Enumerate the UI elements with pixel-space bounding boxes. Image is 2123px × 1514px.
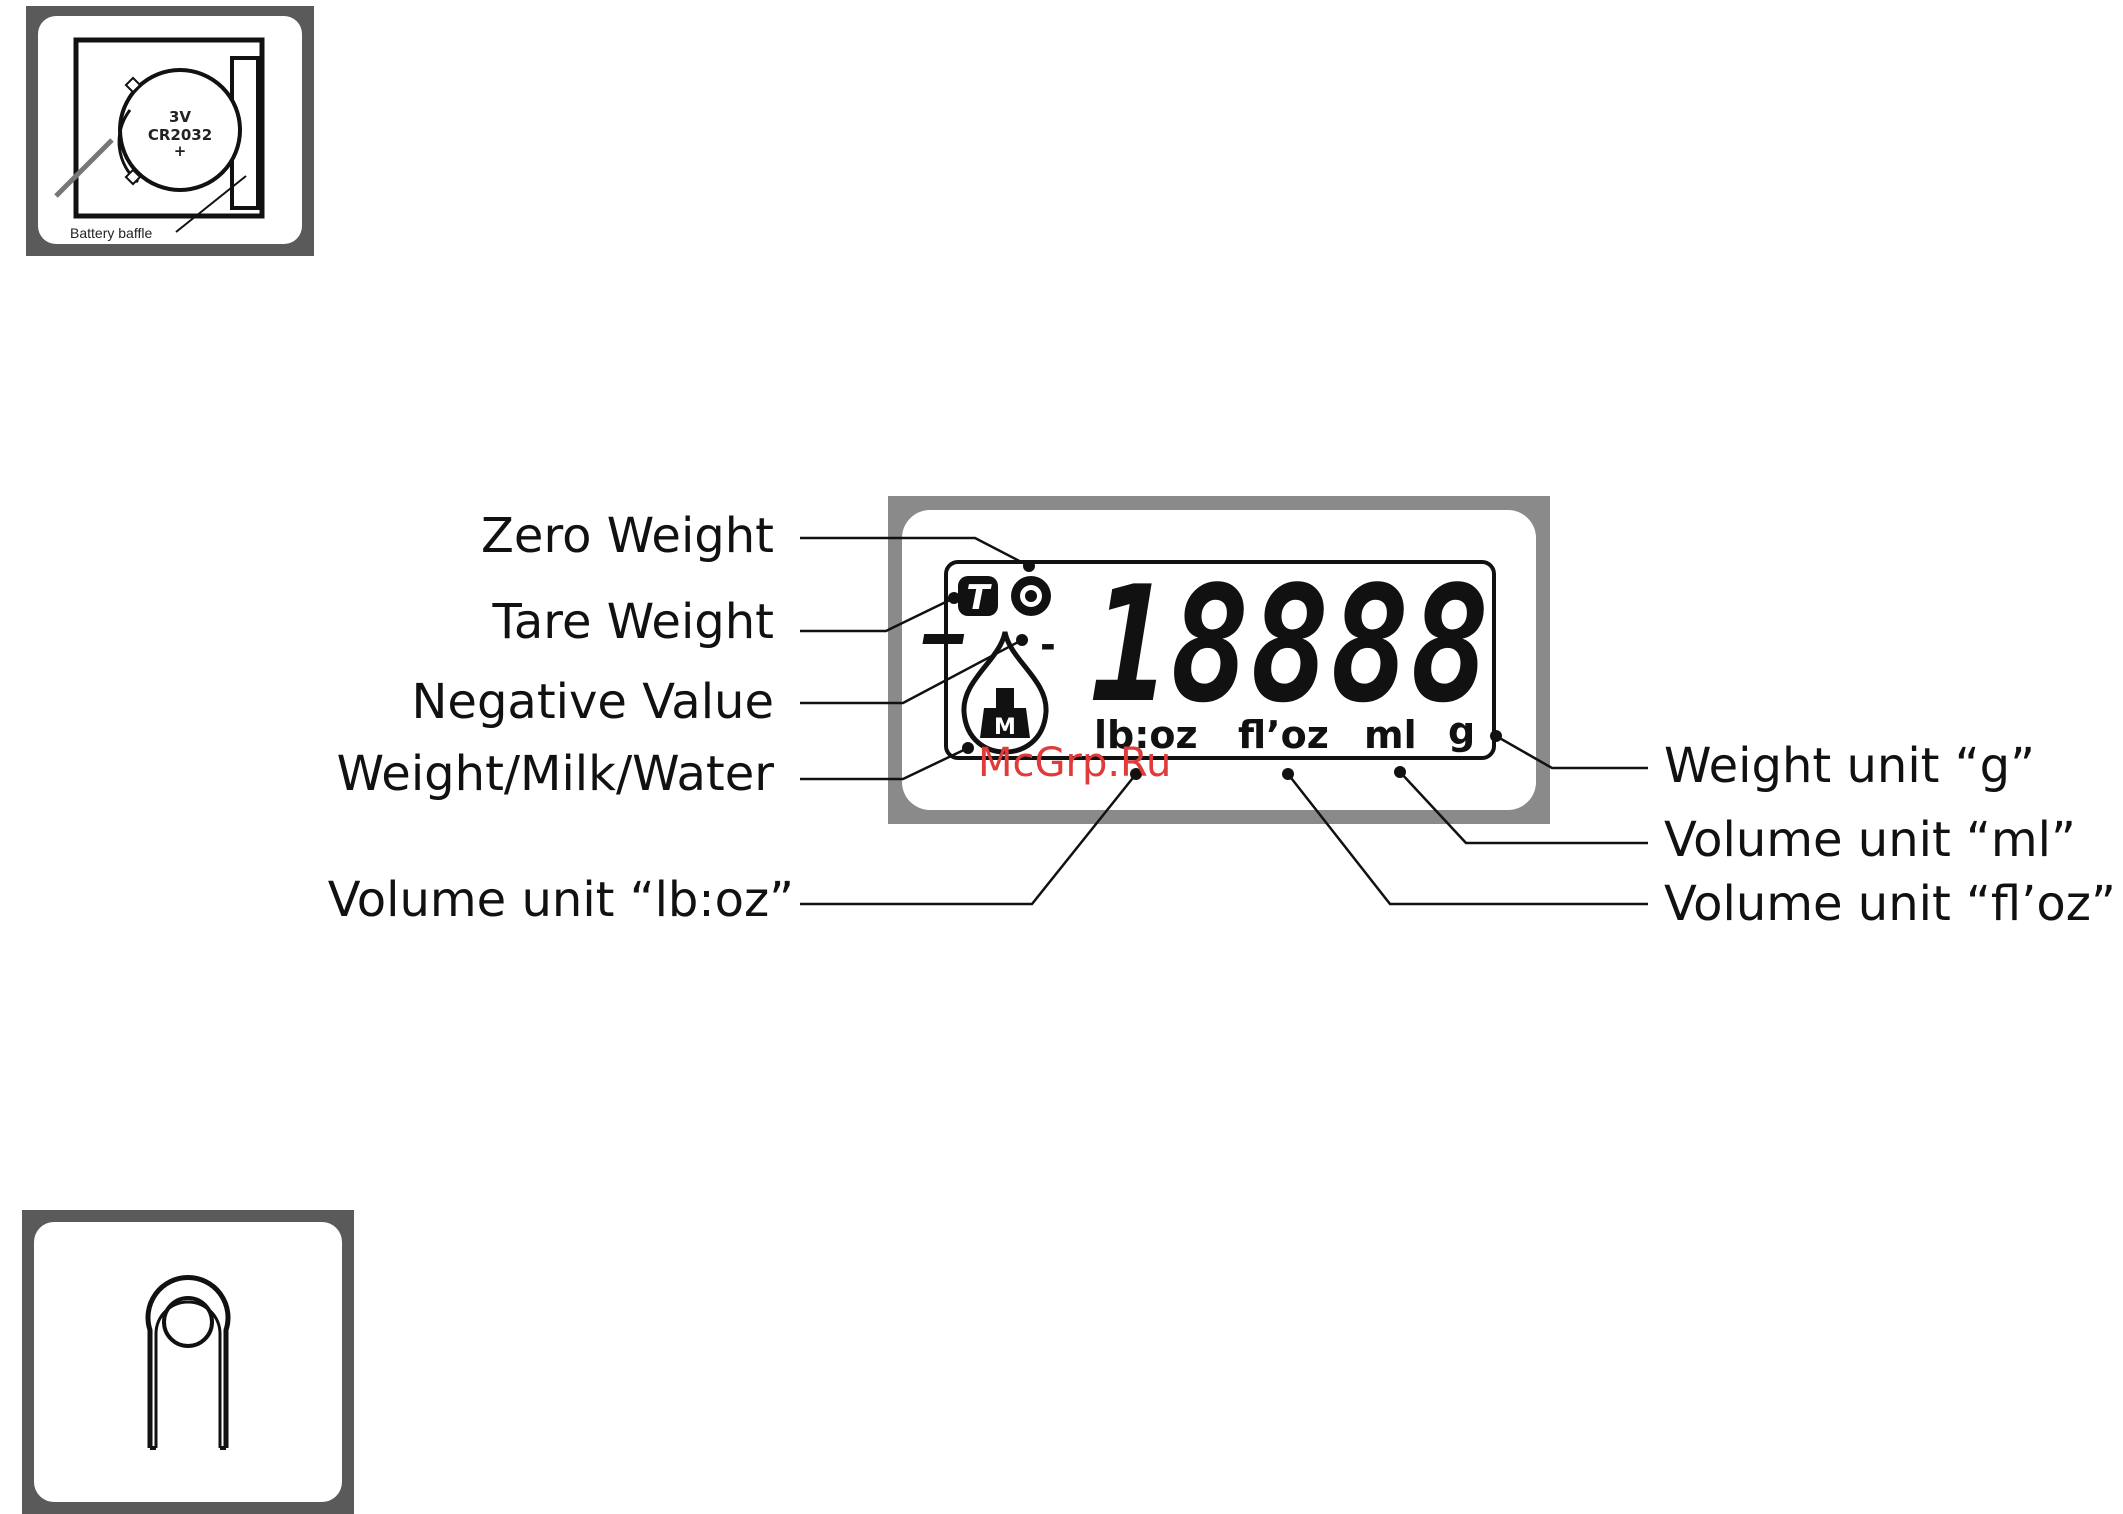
battery-voltage: 3V	[169, 108, 191, 126]
battery-baffle-caption: Battery baffle	[70, 225, 152, 241]
label-zero-weight: Zero Weight	[481, 508, 774, 564]
label-volume-lb-oz: Volume unit “lb:oz”	[328, 872, 794, 928]
battery-panel: 3V CR2032 + Battery baffle	[26, 6, 314, 256]
label-negative-value: Negative Value	[412, 674, 774, 730]
unit-g: g	[1448, 709, 1475, 753]
tare-symbol: T	[966, 578, 992, 618]
unit-fl-oz: fl’oz	[1238, 713, 1329, 757]
clip-panel	[22, 1210, 354, 1514]
mode-symbol: M	[994, 715, 1016, 740]
lcd-digits: 18888	[1090, 551, 1490, 738]
label-tare-weight: Tare Weight	[492, 594, 774, 650]
label-weight-milk-water: Weight/Milk/Water	[337, 746, 775, 802]
negative-symbol: -	[1040, 623, 1056, 667]
battery-polarity: +	[174, 142, 187, 160]
watermark: McGrp.Ru	[978, 740, 1171, 786]
label-volume-fl-oz: Volume unit “fl’oz”	[1664, 876, 2116, 932]
label-weight-g: Weight unit “g”	[1664, 738, 2035, 794]
unit-ml: ml	[1364, 713, 1417, 757]
label-volume-ml: Volume unit “ml”	[1664, 812, 2076, 868]
